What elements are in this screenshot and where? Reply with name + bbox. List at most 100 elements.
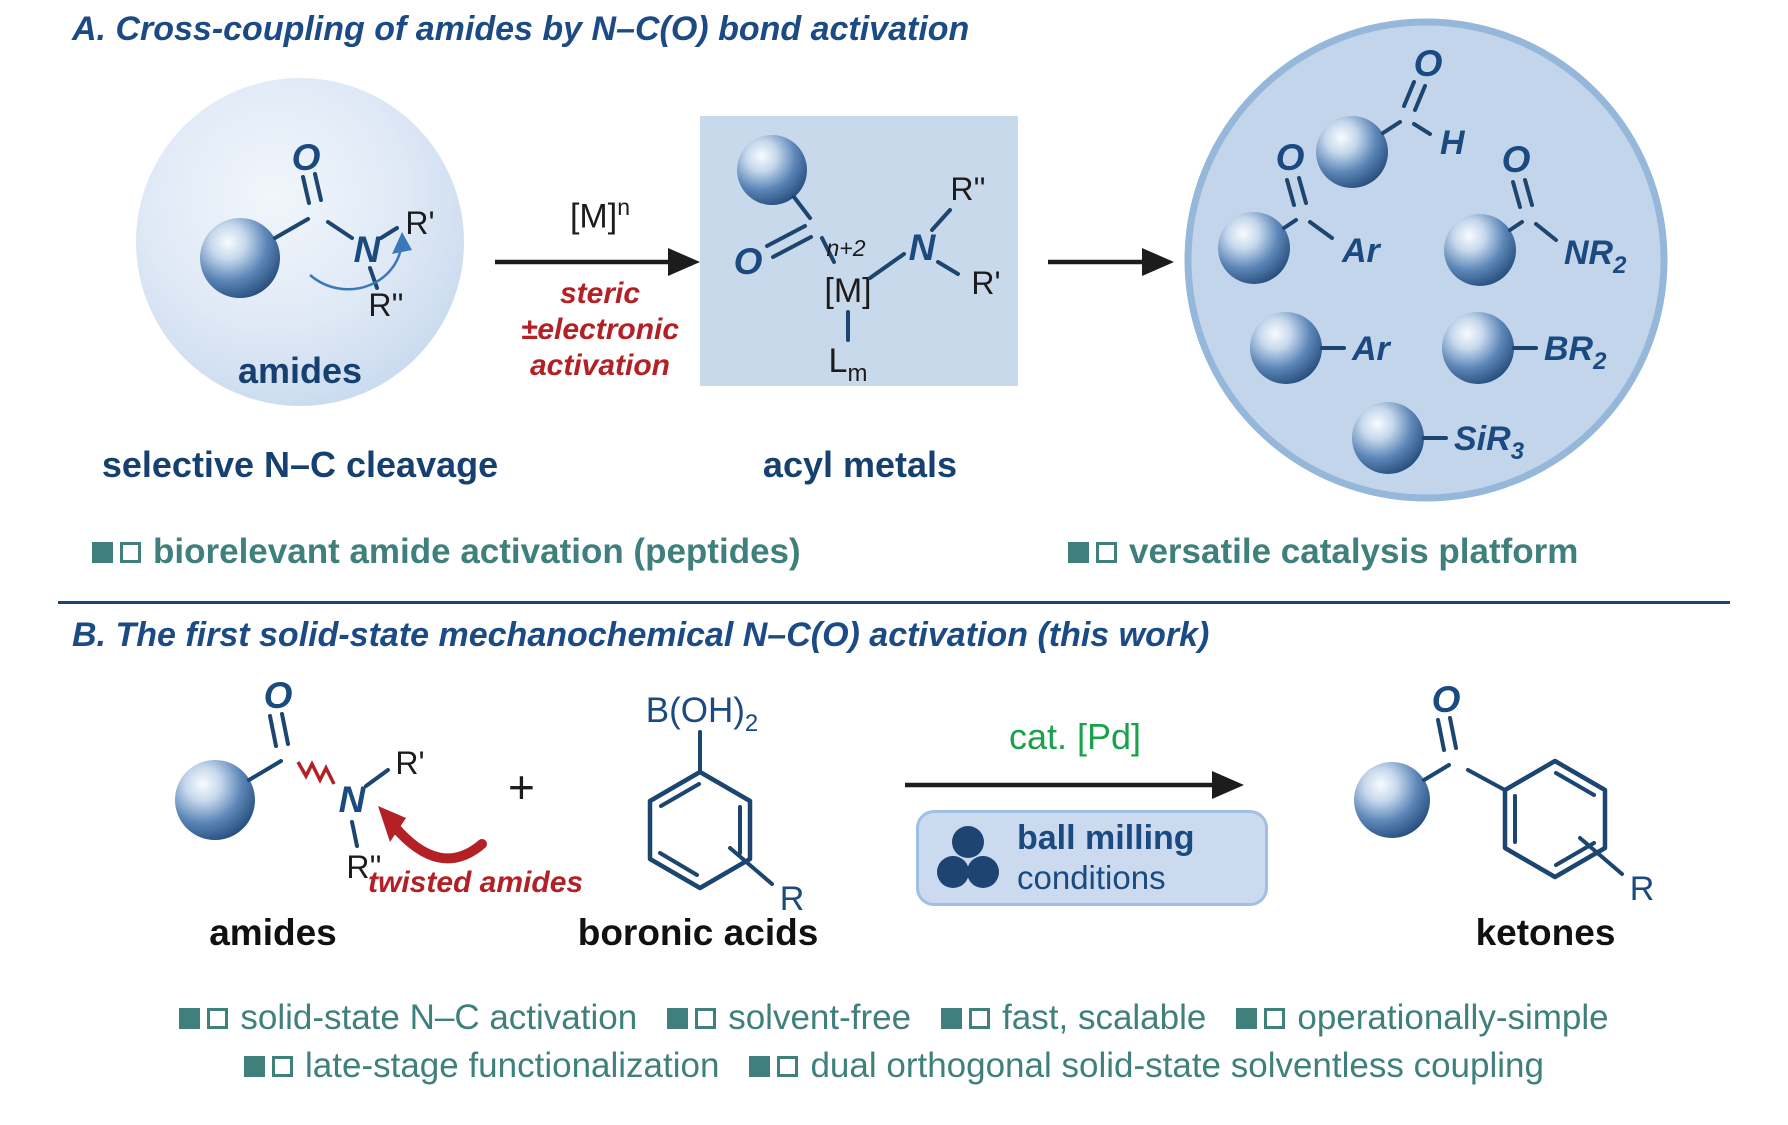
br-subscript: 2: [1592, 348, 1607, 375]
panel-a-title: A. Cross-coupling of amides by N–C(O) bo…: [72, 10, 970, 48]
boh-subscript: 2: [745, 710, 758, 737]
activation-note: steric ±electronic activation: [498, 276, 702, 384]
substituent-sphere: [200, 218, 280, 298]
sir-subscript: 3: [1511, 438, 1525, 465]
bullet-solid-state: solid-state N–C activation: [179, 998, 637, 1038]
ligand-subscript: m: [847, 360, 867, 387]
checkbox-filled-icon: [244, 1055, 266, 1077]
carbonyl-o-label: O: [292, 137, 321, 178]
substituent-sphere: [1316, 116, 1388, 188]
checkbox-filled-icon: [667, 1007, 689, 1029]
nr-base: NR: [1564, 234, 1614, 272]
checkbox-empty-icon: [1264, 1007, 1286, 1029]
aldehyde-product: O H: [1316, 43, 1466, 188]
bullet-versatile: versatile catalysis platform: [1068, 532, 1578, 572]
checkbox-empty-icon: [272, 1055, 294, 1077]
carbonyl-o-label: O: [734, 241, 763, 282]
note-line-1: steric: [559, 277, 641, 310]
selective-cleavage-caption: selective N–C cleavage: [101, 444, 499, 485]
checkbox-empty-icon: [695, 1007, 717, 1029]
metal-label: [M]: [824, 272, 871, 310]
carbonyl-o-label: O: [264, 675, 293, 716]
r-substituent-label: R: [1630, 870, 1655, 908]
aldehyde-h-label: H: [1440, 124, 1466, 162]
r-prime-label: R': [971, 265, 1000, 301]
checkbox-filled-icon: [749, 1055, 771, 1077]
note-line-3: activation: [529, 349, 671, 382]
bullet-label: biorelevant amide activation (peptides): [153, 532, 801, 571]
bond-rotation-arrow: [309, 239, 404, 291]
substituent-sphere: [737, 135, 807, 205]
bullet-label: dual orthogonal solid-state solventless …: [810, 1046, 1544, 1085]
ligand-symbol: L: [829, 342, 848, 380]
benzene-ring: [1502, 758, 1608, 880]
ketones-label: ketones: [1475, 912, 1616, 953]
amide-nr2-label: NR2: [1564, 234, 1627, 279]
sir3-label: SiR3: [1454, 420, 1525, 465]
bullet-late-stage: late-stage functionalization: [244, 1046, 719, 1086]
products-circle: O H O Ar O: [1184, 18, 1668, 502]
aryl-label: Ar: [1341, 232, 1382, 270]
checkbox-filled-icon: [941, 1007, 963, 1029]
ketone-structure: O R: [1354, 679, 1654, 908]
substituent-sphere: [1354, 762, 1430, 838]
silyl-product: SiR3: [1352, 402, 1525, 474]
twisted-amide-structure: O N R' R'': [175, 675, 487, 885]
panel-b-title: B. The first solid-state mechanochemical…: [72, 616, 1210, 654]
reaction-arrow-2: [1048, 248, 1174, 276]
amide-product: O NR2: [1444, 139, 1627, 286]
ball-milling-text: ball milling conditions: [1017, 819, 1195, 896]
benzene-ring: [647, 769, 753, 891]
conditions-line: conditions: [1017, 858, 1166, 896]
products-platform-circle: [1184, 18, 1668, 502]
checkbox-empty-icon: [1096, 541, 1117, 563]
r-double-prime-label: R'': [368, 287, 403, 323]
carbonyl-o-label: O: [1414, 43, 1443, 84]
checkbox-filled-icon: [179, 1007, 201, 1029]
substituent-sphere: [1444, 214, 1516, 286]
boronic-group-label: B(OH)2: [646, 691, 759, 737]
ball-milling-conditions-box: ball milling conditions: [916, 810, 1268, 906]
nr-subscript: 2: [1612, 252, 1627, 279]
bullet-dual-orthogonal: dual orthogonal solid-state solventless …: [749, 1046, 1544, 1086]
metal-reagent-label: [M]n: [535, 194, 665, 236]
twist-arrowhead: [378, 806, 406, 842]
br-base: BR: [1544, 330, 1594, 368]
aryl-product: Ar: [1250, 312, 1392, 384]
substituent-sphere: [1250, 312, 1322, 384]
oxidation-state-label: n+2: [826, 235, 865, 261]
twist-arrow: [389, 821, 487, 864]
nitrogen-label: N: [354, 229, 382, 270]
bullet-label: solvent-free: [728, 998, 912, 1037]
boronic-acid-structure: B(OH)2 R: [646, 691, 805, 918]
r-double-prime-label: R'': [346, 849, 381, 885]
bullet-label: solid-state N–C activation: [240, 998, 638, 1037]
plus-sign: +: [508, 761, 535, 813]
boh-base: B(OH): [646, 691, 745, 730]
br2-label: BR2: [1544, 330, 1607, 375]
bullet-label: fast, scalable: [1002, 998, 1207, 1037]
nitrogen-label: N: [909, 227, 937, 268]
checkbox-empty-icon: [207, 1007, 229, 1029]
checkbox-empty-icon: [777, 1055, 799, 1077]
bond-rotation-arrowhead: [392, 232, 412, 254]
carbonyl-o-label: O: [1432, 679, 1461, 720]
panel-divider: [58, 601, 1730, 604]
benefits-row-2: late-stage functionalization dual orthog…: [0, 1046, 1788, 1086]
reagent-superscript: n: [617, 194, 630, 220]
catalyst-label: cat. [Pd]: [1008, 716, 1142, 757]
substituent-sphere: [1442, 312, 1514, 384]
checkbox-filled-icon: [1068, 541, 1089, 563]
reaction-arrow-1: [495, 248, 700, 276]
twisted-bond-squiggle: [296, 760, 336, 785]
bullet-solvent-free: solvent-free: [667, 998, 911, 1038]
ball-milling-icon: [937, 826, 999, 888]
carbonyl-o-label: O: [1502, 139, 1531, 180]
aryl-ketone-product: O Ar: [1218, 137, 1382, 284]
substituent-sphere: [1352, 402, 1424, 474]
bullet-operationally-simple: operationally-simple: [1236, 998, 1609, 1038]
twisted-amides-note: twisted amides: [368, 866, 584, 899]
r-double-prime-label: R'': [950, 171, 985, 207]
amides-label-b: amides: [209, 912, 337, 953]
